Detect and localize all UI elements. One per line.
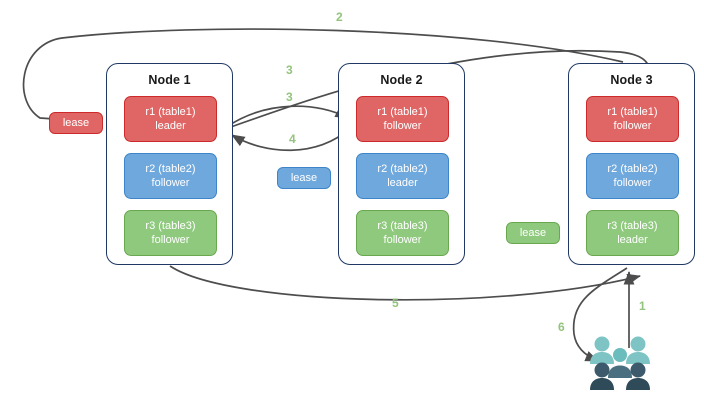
range-role: leader [155, 120, 186, 132]
range-box-node2-r3[interactable]: r3 (table3) follower [356, 210, 449, 256]
range-role: follower [383, 120, 422, 132]
edge-label-2: 2 [336, 10, 343, 24]
range-role: follower [383, 234, 422, 246]
range-box-node3-r1[interactable]: r1 (table1) follower [586, 96, 679, 142]
range-role: follower [613, 177, 652, 189]
edge-label-4: 4 [289, 132, 296, 146]
edge-label-5: 5 [392, 296, 399, 310]
range-box-node1-r1[interactable]: r1 (table1) leader [124, 96, 217, 142]
range-name: r2 (table2) [377, 163, 428, 175]
edge-label-3-upper: 3 [286, 63, 293, 77]
range-role: follower [151, 234, 190, 246]
range-name: r3 (table3) [145, 220, 196, 232]
range-box-node1-r3[interactable]: r3 (table3) follower [124, 210, 217, 256]
edge-5-path [169, 265, 641, 301]
range-box-node2-r2[interactable]: r2 (table2) leader [356, 153, 449, 199]
node-container-2[interactable]: Node 2 r1 (table1) follower r2 (table2) … [338, 63, 465, 265]
users-icon [590, 336, 650, 390]
node-container-1[interactable]: Node 1 r1 (table1) leader r2 (table2) fo… [106, 63, 233, 265]
edge-label-1: 1 [639, 299, 646, 313]
range-name: r2 (table2) [607, 163, 658, 175]
node-title-2: Node 2 [380, 73, 423, 87]
node-title-1: Node 1 [148, 73, 191, 87]
range-name: r3 (table3) [607, 220, 658, 232]
range-name: r1 (table1) [607, 106, 658, 118]
range-role: follower [151, 177, 190, 189]
edge-label-6: 6 [558, 320, 565, 334]
range-name: r1 (table1) [377, 106, 428, 118]
range-role: leader [617, 234, 648, 246]
range-role: leader [387, 177, 418, 189]
node-title-3: Node 3 [610, 73, 653, 87]
range-name: r1 (table1) [145, 106, 196, 118]
range-box-node3-r3[interactable]: r3 (table3) leader [586, 210, 679, 256]
lease-badge-r1[interactable]: lease [49, 112, 103, 134]
lease-badge-r2[interactable]: lease [277, 167, 331, 189]
edge-3-lower-path [227, 105, 349, 127]
range-box-node3-r2[interactable]: r2 (table2) follower [586, 153, 679, 199]
range-name: r2 (table2) [145, 163, 196, 175]
range-name: r3 (table3) [377, 220, 428, 232]
node-container-3[interactable]: Node 3 r1 (table1) follower r2 (table2) … [568, 63, 695, 265]
range-box-node2-r1[interactable]: r1 (table1) follower [356, 96, 449, 142]
range-box-node1-r2[interactable]: r2 (table2) follower [124, 153, 217, 199]
range-role: follower [613, 120, 652, 132]
lease-badge-r3[interactable]: lease [506, 222, 560, 244]
edge-label-3-lower: 3 [286, 90, 293, 104]
